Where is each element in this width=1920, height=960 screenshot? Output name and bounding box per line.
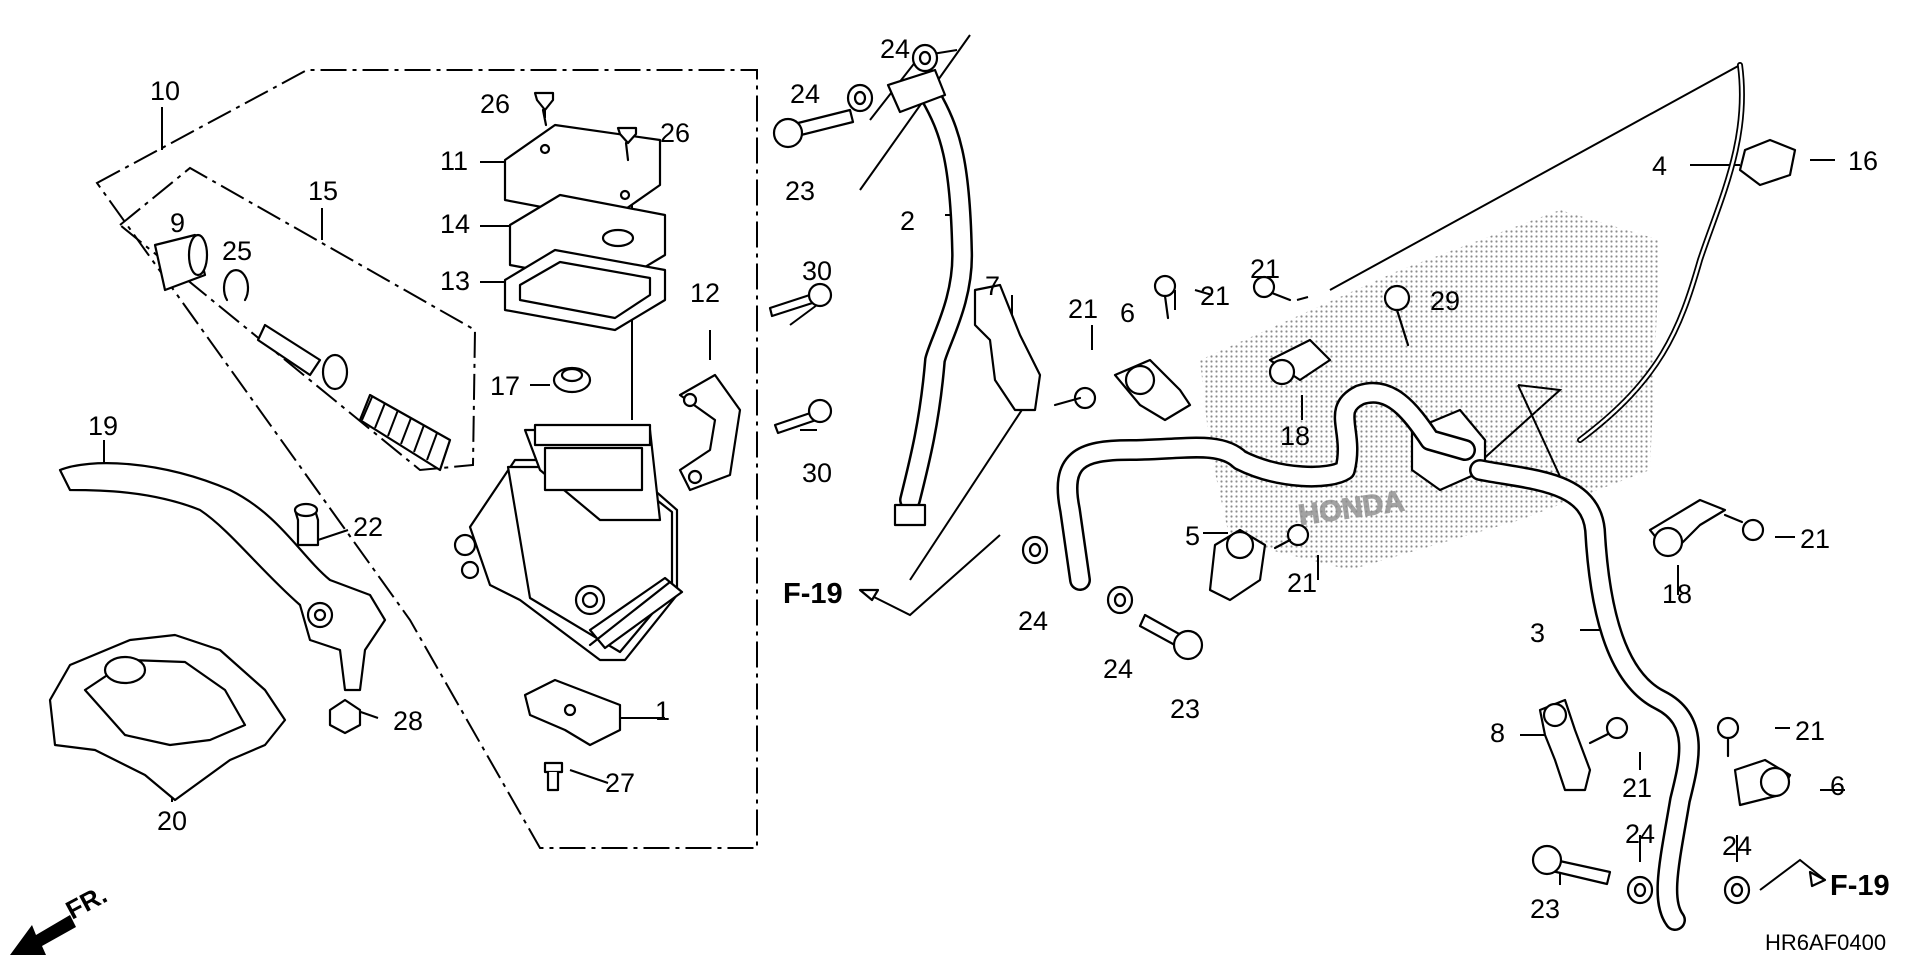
ref-label-right: F-19 [1830, 870, 1890, 902]
clamp-18-right [1648, 498, 1727, 558]
callout-5: 5 [1185, 521, 1200, 551]
callout-21f: 21 [1622, 773, 1652, 803]
assembly-boundary [95, 69, 758, 849]
bolts-21 [1053, 274, 1765, 758]
callout-21g: 21 [1795, 716, 1825, 746]
callout-26a: 26 [480, 89, 510, 119]
callout-18b: 18 [1662, 579, 1692, 609]
callout-28: 28 [393, 706, 423, 736]
bracket-7 [973, 283, 1042, 412]
bolt-29 [1383, 284, 1411, 347]
callout-6b: 6 [1830, 771, 1845, 801]
callout-16: 16 [1848, 146, 1878, 176]
callout-25: 25 [222, 236, 252, 266]
callout-11: 11 [440, 146, 468, 176]
callout-30b: 30 [802, 458, 832, 488]
callout-24b: 24 [790, 79, 820, 109]
callout-13: 13 [440, 266, 470, 296]
front-direction-arrow: FR. [10, 879, 112, 955]
seal [552, 366, 592, 394]
callout-numbers: 1 2 3 4 5 6 6 7 8 9 10 11 12 13 14 15 16… [88, 34, 1878, 924]
piston-kit [153, 233, 452, 472]
callout-14: 14 [440, 209, 470, 239]
clamp-6-lower [1733, 758, 1792, 807]
clamp-6-upper [1113, 358, 1192, 422]
callout-24d: 24 [1103, 654, 1133, 684]
callout-12: 12 [690, 278, 720, 308]
master-cylinder [453, 423, 684, 662]
callout-19: 19 [88, 411, 118, 441]
lever-nut [328, 698, 362, 735]
callout-7: 7 [985, 271, 1000, 301]
pivot-bolt [293, 502, 320, 547]
brake-pipe [1577, 62, 1745, 443]
callout-22: 22 [353, 512, 383, 542]
callout-21c: 21 [1068, 294, 1098, 324]
callout-27: 27 [605, 768, 635, 798]
callout-30a: 30 [802, 256, 832, 286]
callout-21b: 21 [1200, 281, 1230, 311]
callout-17: 17 [490, 371, 520, 401]
callout-24a: 24 [880, 34, 910, 64]
brake-hose-upper [886, 68, 974, 527]
callout-23c: 23 [1530, 894, 1560, 924]
callout-23b: 23 [1170, 694, 1200, 724]
brake-lever [58, 462, 387, 692]
callout-15: 15 [308, 176, 338, 206]
callout-10: 10 [150, 76, 180, 106]
callout-24f: 24 [1722, 831, 1752, 861]
holder-clamp [678, 373, 742, 492]
clamp-5 [1208, 528, 1267, 602]
callout-21e: 21 [1800, 524, 1830, 554]
lever-cover [48, 633, 287, 802]
callout-1: 1 [655, 696, 670, 726]
callout-24c: 24 [1018, 606, 1048, 636]
cap-screws [533, 91, 638, 162]
ref-arrow-left: F-19 [783, 534, 1001, 617]
callout-21a: 21 [1250, 254, 1280, 284]
clamp-18-upper [1268, 338, 1332, 386]
callout-29: 29 [1430, 286, 1460, 316]
holder-bolts [768, 282, 833, 435]
banjo-bolts [772, 108, 1612, 886]
callout-18a: 18 [1280, 421, 1310, 451]
callout-4: 4 [1652, 151, 1667, 181]
diaphragm [503, 248, 667, 332]
callout-9: 9 [170, 208, 185, 238]
ref-label-left: F-19 [783, 578, 843, 610]
brake-hose-lower [1469, 459, 1700, 931]
callout-24e: 24 [1625, 819, 1655, 849]
diagram-code: HR6AF0400 [1765, 930, 1886, 955]
stop-switch [523, 678, 622, 747]
bracket-8 [1538, 698, 1592, 792]
callout-26b: 26 [660, 118, 690, 148]
callout-2: 2 [900, 206, 915, 236]
callout-21d: 21 [1287, 568, 1317, 598]
callout-20: 20 [157, 806, 187, 836]
switch-screw [543, 761, 564, 792]
sealing-washers [846, 43, 1751, 905]
clip-16 [1738, 138, 1797, 187]
reservoir-cap [503, 123, 662, 222]
callout-3: 3 [1530, 618, 1545, 648]
callout-6a: 6 [1120, 298, 1135, 328]
callout-8: 8 [1490, 718, 1505, 748]
brake-hose-middle [1056, 381, 1476, 591]
callout-23a: 23 [785, 176, 815, 206]
ref-arrow-right: F-19 [1759, 858, 1890, 902]
